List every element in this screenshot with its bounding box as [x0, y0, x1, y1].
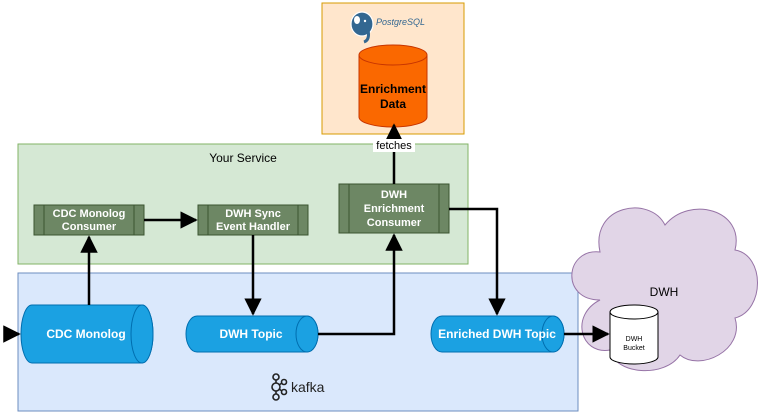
cdc-monolog-topic: CDC Monolog: [20, 304, 154, 364]
dwh-enrichment-consumer-line3: Consumer: [367, 217, 422, 229]
cdc-monolog-consumer-line1: CDC Monolog: [53, 208, 126, 220]
kafka-logo-icon: [271, 373, 288, 401]
dwh-cloud-title: DWH: [650, 285, 679, 299]
dwh-topic: DWH Topic: [185, 315, 319, 353]
postgresql-elephant-icon: [350, 11, 374, 44]
dwh-bucket: DWH Bucket: [609, 304, 659, 365]
cdc-monolog-consumer-box: CDC Monolog Consumer: [33, 204, 145, 236]
kafka-logo-text: kafka: [291, 379, 325, 395]
dwh-enrichment-consumer-box: DWH Enrichment Consumer: [338, 183, 450, 234]
connectors: [3, 123, 610, 343]
edge-enrichment-to-enriched-topic: [449, 207, 506, 316]
enrichment-data-label-line1: Enrichment: [360, 82, 426, 96]
fetches-label: fetches: [376, 140, 412, 152]
postgres-container: PostgreSQL Enrichment Data: [321, 2, 465, 135]
dwh-enrichment-consumer-line2: Enrichment: [364, 203, 425, 215]
enriched-dwh-topic-label: Enriched DWH Topic: [438, 327, 556, 341]
your-service-title: Your Service: [209, 151, 277, 165]
enrichment-data-label-line2: Data: [380, 97, 406, 111]
dwh-cloud: DWH DWH Bucket: [571, 207, 758, 372]
dwh-bucket-label-line2: Bucket: [623, 345, 644, 352]
dwh-sync-handler-box: DWH Sync Event Handler: [197, 204, 309, 236]
enrichment-data-database: Enrichment Data: [358, 44, 428, 128]
dwh-enrichment-consumer-line1: DWH: [381, 189, 407, 201]
cdc-monolog-topic-label: CDC Monolog: [46, 327, 125, 341]
dwh-bucket-label-line1: DWH: [626, 336, 643, 343]
edge-dwh-topic-to-enrichment: [318, 233, 403, 336]
dwh-sync-handler-line2: Event Handler: [216, 221, 291, 233]
postgresql-logo-text: PostgreSQL: [376, 17, 425, 27]
dwh-topic-label: DWH Topic: [219, 327, 282, 341]
dwh-sync-handler-line1: DWH Sync: [225, 208, 281, 220]
enriched-dwh-topic: Enriched DWH Topic: [430, 315, 565, 353]
cdc-monolog-consumer-line2: Consumer: [62, 221, 117, 233]
